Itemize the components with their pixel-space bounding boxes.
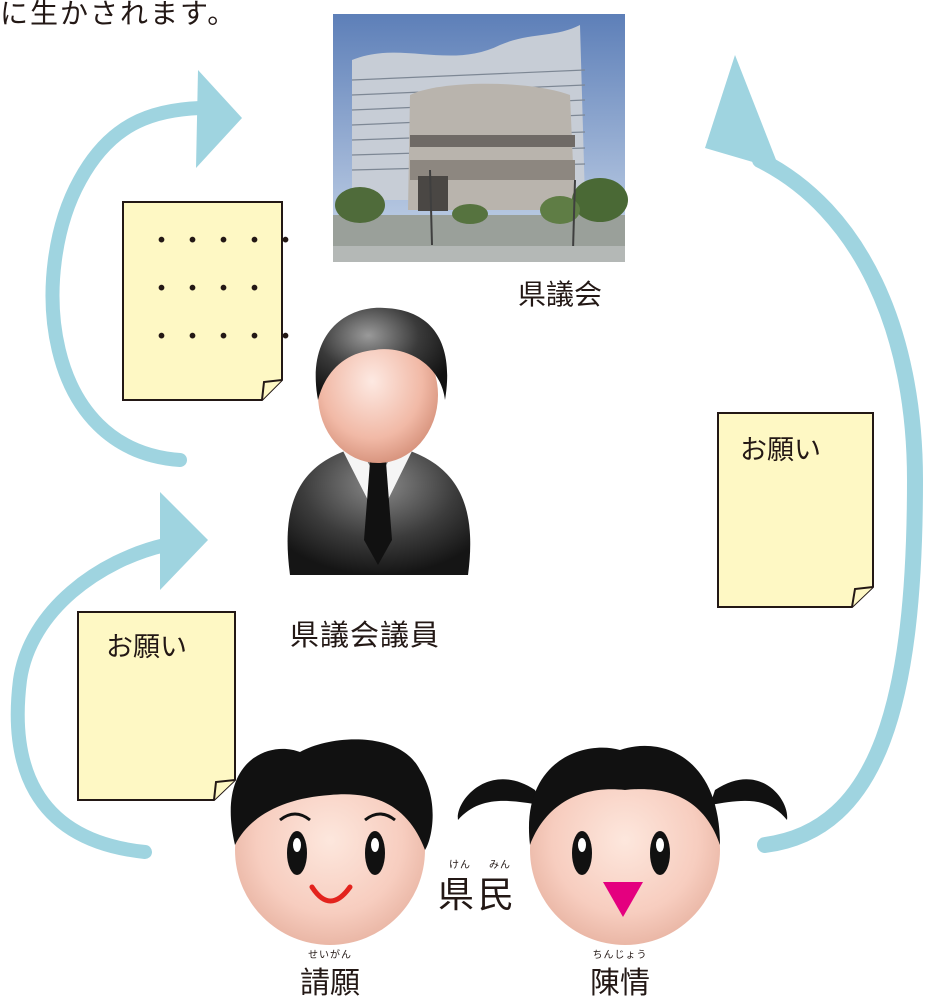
arrow-upper-left — [45, 70, 242, 467]
intro-text: に生かされます。 — [0, 0, 238, 30]
petition-note-text: お願い — [106, 632, 187, 663]
statement-label: 陳情 — [590, 966, 650, 1001]
assembly-label: 県議会 — [518, 278, 603, 311]
petition-label: 請願 — [300, 966, 360, 1001]
statement-note-text: お願い — [740, 435, 821, 466]
document-line: ・・・・ — [148, 274, 272, 305]
council-member-figure — [287, 307, 471, 575]
document-line: ・・・・・ — [148, 226, 303, 257]
arrow-lower-left — [10, 492, 208, 859]
statement-ruby: ちんじょう — [592, 950, 648, 961]
citizens-label: 県民 — [437, 875, 518, 916]
document-line: ・・・・・ — [148, 322, 303, 353]
girl-figure — [457, 745, 788, 945]
council-document-text: ・・・・・ ・・・・ ・・・・・ — [148, 218, 303, 362]
council-member-label: 県議会議員 — [290, 618, 441, 652]
petition-ruby: せいがん — [308, 950, 352, 961]
statement-note — [717, 412, 874, 608]
petition-note — [77, 611, 236, 801]
boy-figure — [230, 739, 433, 945]
citizens-ruby-ken: けん — [449, 860, 471, 871]
citizens-ruby-min: みん — [489, 860, 511, 871]
arrow-right — [705, 55, 924, 853]
assembly-building-photo — [333, 14, 628, 262]
council-document-note — [122, 201, 283, 401]
